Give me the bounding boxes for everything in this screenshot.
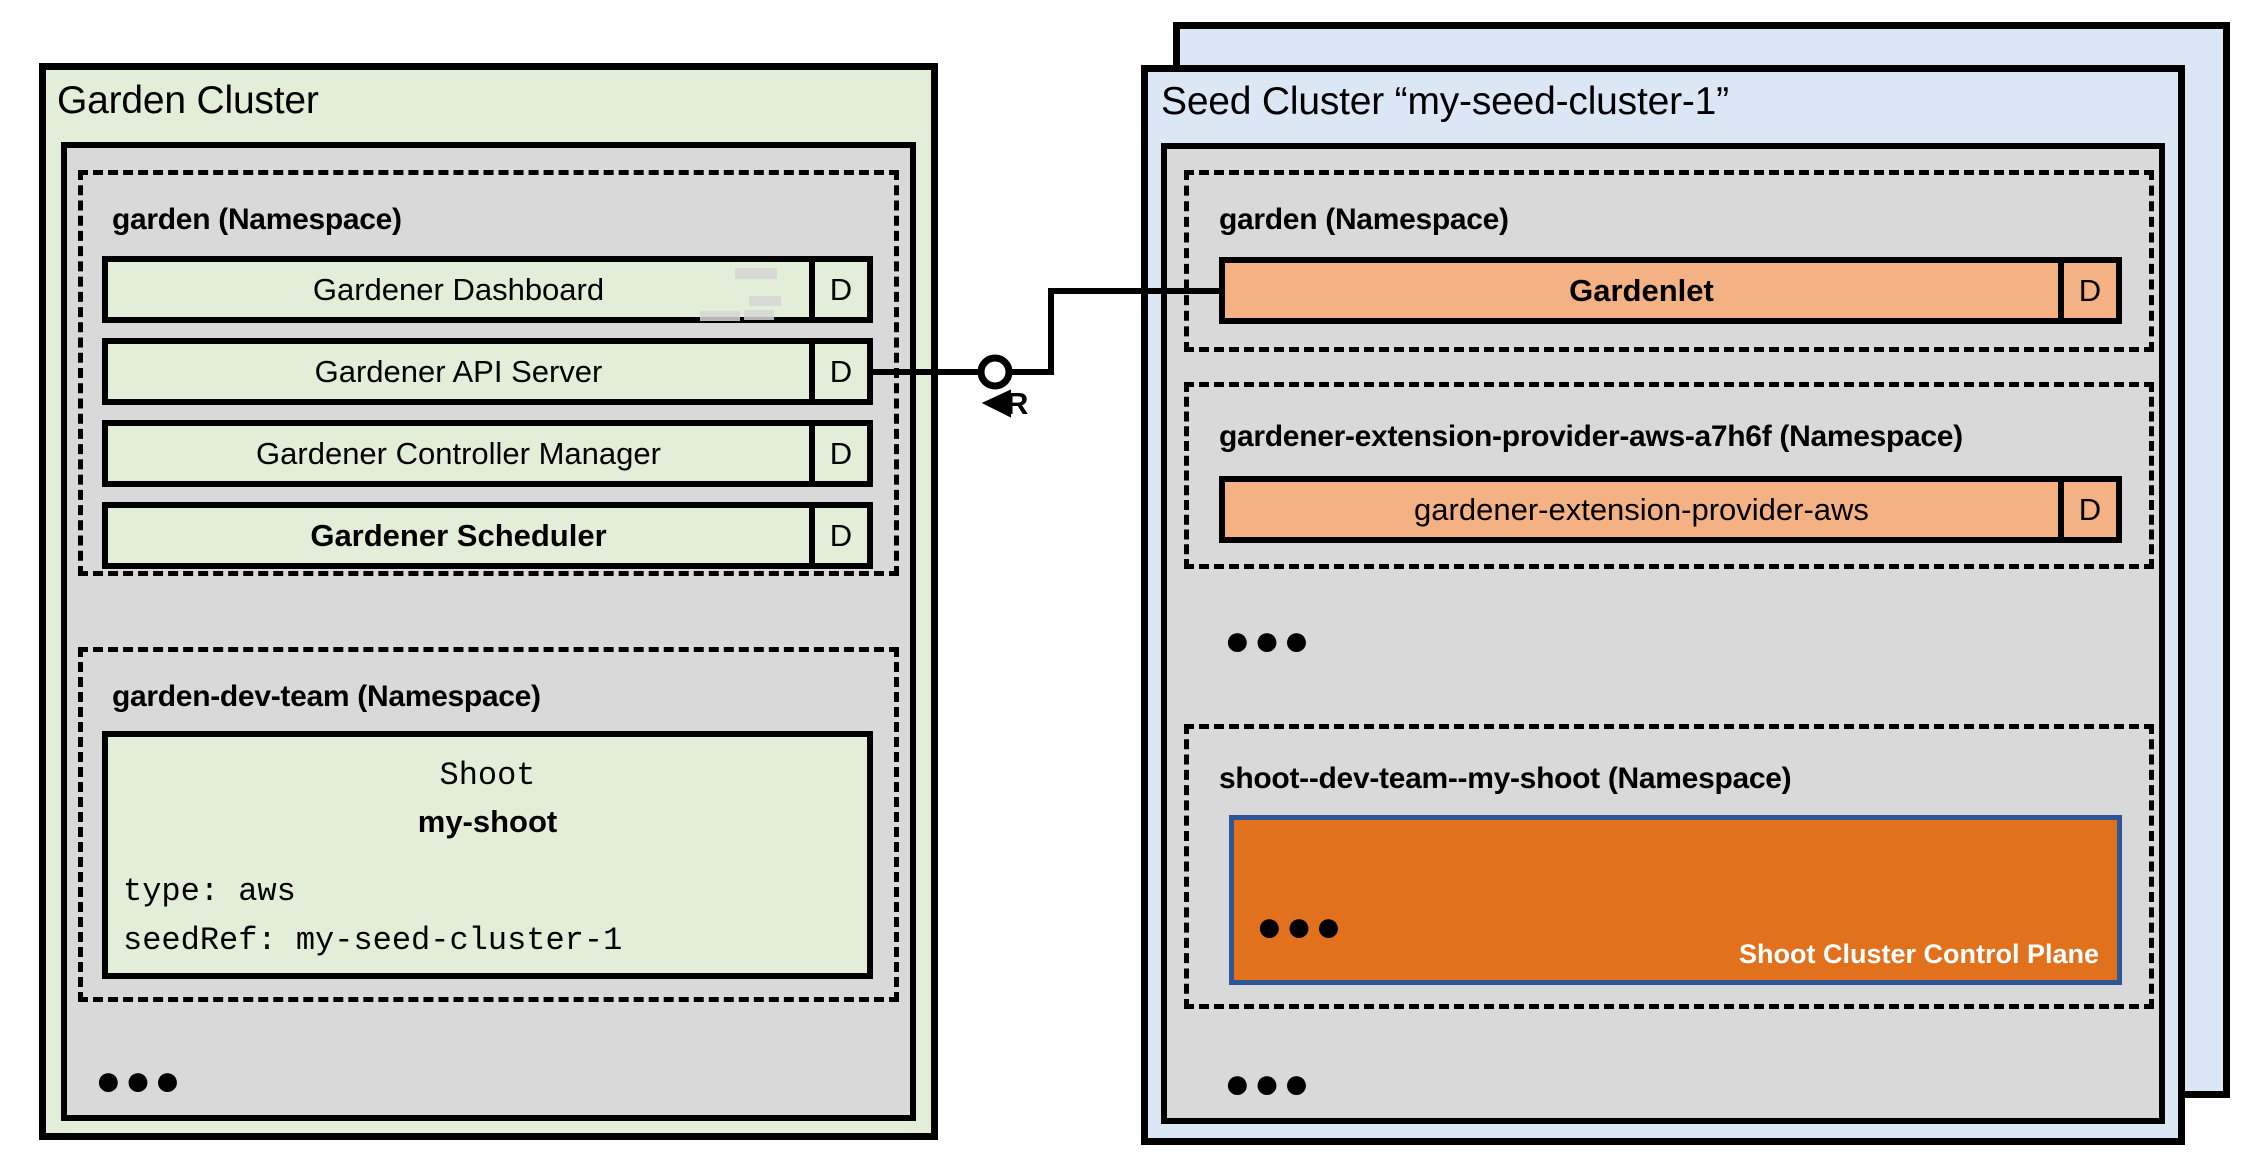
garden-namespace-dev-team[interactable] [78, 647, 899, 1002]
control-plane-more-dots: ●●● [1256, 902, 1345, 951]
seed-namespace-garden-label: garden (Namespace) [1219, 203, 1509, 236]
component-gardener-controller-manager-label: Gardener Controller Manager [256, 435, 661, 471]
component-gardener-dashboard-kind: D [809, 262, 867, 317]
seed-cluster-more-dots-bottom: ●●● [1224, 1059, 1313, 1108]
scan-artifact-mark [744, 310, 774, 320]
component-gardener-scheduler-kind: D [809, 508, 867, 563]
component-gardener-dashboard[interactable]: Gardener Dashboard D [102, 256, 873, 323]
interface-letter-label: R [1006, 386, 1029, 421]
scan-artifact-mark [749, 296, 781, 306]
component-gardener-scheduler-label: Gardener Scheduler [310, 517, 607, 553]
component-gardener-dashboard-label: Gardener Dashboard [312, 271, 605, 307]
component-gardener-api-server-label: Gardener API Server [314, 353, 603, 389]
component-gardener-extension-provider-aws-label: gardener-extension-provider-aws [1414, 491, 1869, 527]
seed-cluster-more-dots-middle: ●●● [1224, 616, 1313, 665]
component-gardenlet-kind: D [2058, 263, 2116, 318]
shoot-name-label: my-shoot [417, 804, 558, 839]
component-gardenlet[interactable]: Gardenlet D [1219, 257, 2122, 324]
seed-namespace-extension-provider-aws-label: gardener-extension-provider-aws-a7h6f (N… [1219, 420, 1963, 453]
component-gardener-extension-provider-aws[interactable]: gardener-extension-provider-aws D [1219, 476, 2122, 543]
component-gardener-api-server[interactable]: Gardener API Server D [102, 338, 873, 405]
component-gardener-api-server-kind: D [809, 344, 867, 399]
shoot-kind-label: Shoot [439, 757, 536, 794]
garden-cluster-title: Garden Cluster [57, 79, 319, 122]
scan-artifact-mark [735, 268, 777, 279]
shoot-spec-seedref: seedRef: my-seed-cluster-1 [123, 922, 623, 959]
shoot-spec-type: type: aws [123, 873, 296, 910]
shoot-resource-card[interactable]: Shoot my-shoot type: aws seedRef: my-see… [102, 731, 873, 979]
seed-cluster-title: Seed Cluster “my-seed-cluster-1” [1161, 80, 1729, 123]
garden-cluster-more-dots: ●●● [95, 1056, 184, 1105]
control-plane-label: Shoot Cluster Control Plane [1738, 939, 2099, 969]
garden-namespace-dev-team-label: garden-dev-team (Namespace) [112, 680, 541, 713]
component-gardenlet-label: Gardenlet [1569, 272, 1714, 308]
provided-interface-ball-icon [977, 354, 1013, 390]
scan-artifact-mark [700, 311, 740, 321]
seed-namespace-extension-provider-aws[interactable] [1184, 382, 2154, 569]
component-gardener-controller-manager[interactable]: Gardener Controller Manager D [102, 420, 873, 487]
seed-namespace-shoot-label: shoot--dev-team--my-shoot (Namespace) [1219, 762, 1792, 795]
seed-namespace-garden[interactable] [1184, 170, 2154, 352]
shoot-cluster-control-plane-panel[interactable]: ●●● Shoot Cluster Control Plane [1229, 815, 2122, 985]
component-gardener-controller-manager-kind: D [809, 426, 867, 481]
component-gardener-scheduler[interactable]: Gardener Scheduler D [102, 502, 873, 569]
component-gardener-extension-provider-aws-kind: D [2058, 482, 2116, 537]
garden-namespace-garden-label: garden (Namespace) [112, 203, 402, 236]
seed-namespace-shoot-dev-team-my-shoot[interactable] [1184, 724, 2154, 1009]
